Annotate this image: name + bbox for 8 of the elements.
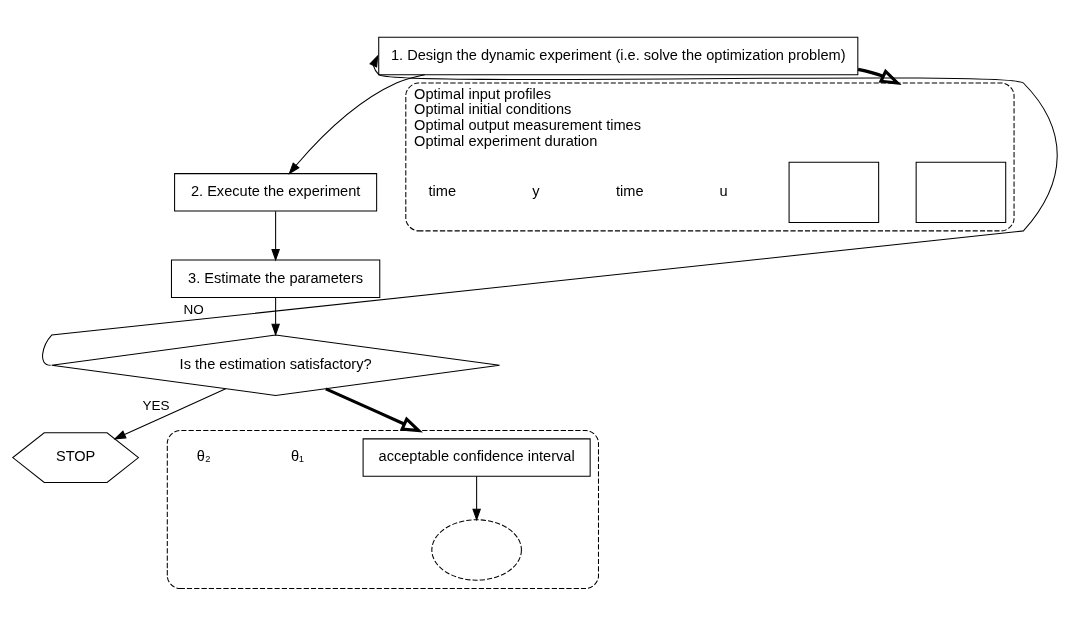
label: u bbox=[719, 183, 728, 200]
label: θ₁ bbox=[290, 448, 304, 465]
label: θ₂ bbox=[196, 448, 211, 465]
label: time bbox=[428, 183, 457, 200]
edge-label: NO bbox=[183, 302, 204, 318]
label: y bbox=[532, 183, 540, 200]
label: time bbox=[615, 183, 644, 200]
edge-label: YES bbox=[142, 397, 170, 413]
